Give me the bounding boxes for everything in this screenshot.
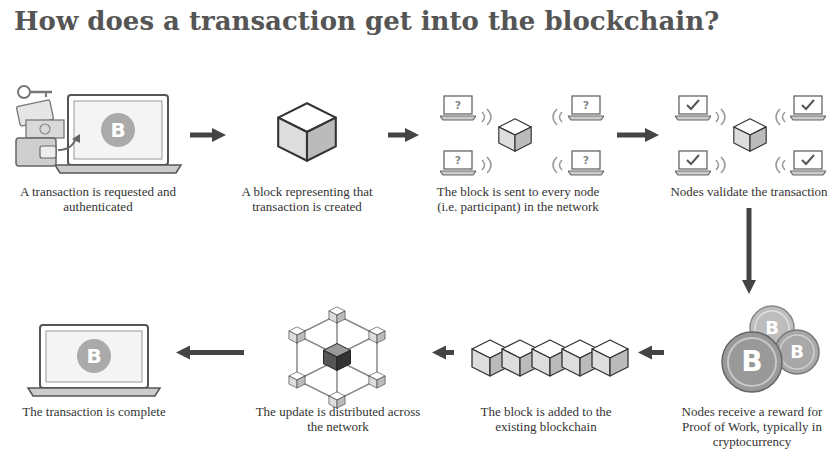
step-caption: The block is added to the existing block…: [460, 405, 632, 435]
icon-space: [232, 85, 382, 185]
coin-symbol: B: [86, 346, 101, 366]
laptop-icon: [16, 86, 181, 173]
flow-arrow: [190, 128, 226, 142]
flow-arrow: [176, 346, 244, 360]
flow-arrow: [388, 128, 419, 142]
flow-arrow: [617, 128, 659, 142]
coin-symbol: B: [765, 319, 779, 337]
diagram-title: How does a transaction get into the bloc…: [14, 6, 719, 36]
coins-icon: [722, 306, 819, 392]
icon-space: [665, 85, 833, 185]
flow-arrow: [742, 208, 756, 294]
icon-space: [12, 85, 184, 185]
blockchain-icon: [472, 340, 628, 376]
broadcast-icon: [440, 96, 604, 175]
question-mark: ?: [455, 155, 461, 166]
block-icon: [278, 103, 336, 161]
step-caption: The transaction is complete: [18, 405, 170, 420]
flow-arrow: [432, 346, 454, 360]
coin-symbol: B: [110, 120, 125, 140]
step-caption: The update is distributed across the net…: [250, 405, 426, 435]
process-step: Nodes validate the transaction: [665, 85, 833, 200]
icon-space: [250, 300, 426, 405]
question-mark: ?: [583, 100, 589, 111]
step-caption: The block is sent to every node (i.e. pa…: [425, 185, 611, 215]
process-step: A block representing that transaction is…: [232, 85, 382, 215]
coin-symbol: B: [790, 343, 804, 361]
network-icon: [289, 307, 385, 408]
laptop-icon: [28, 325, 160, 396]
question-mark: ?: [583, 155, 589, 166]
step-caption: Nodes validate the transaction: [665, 185, 833, 200]
step-caption: Nodes receive a reward for Proof of Work…: [670, 405, 834, 450]
process-step: A transaction is requested and authentic…: [12, 85, 184, 215]
process-step: The block is added to the existing block…: [460, 300, 632, 435]
icon-space: [460, 300, 632, 405]
process-step: The update is distributed across the net…: [250, 300, 426, 435]
coin-symbol: B: [741, 348, 762, 376]
flow-arrow: [638, 346, 664, 360]
step-caption: A block representing that transaction is…: [232, 185, 382, 215]
step-caption: A transaction is requested and authentic…: [12, 185, 184, 215]
validation-icon: [675, 96, 826, 175]
question-mark: ?: [455, 100, 461, 111]
